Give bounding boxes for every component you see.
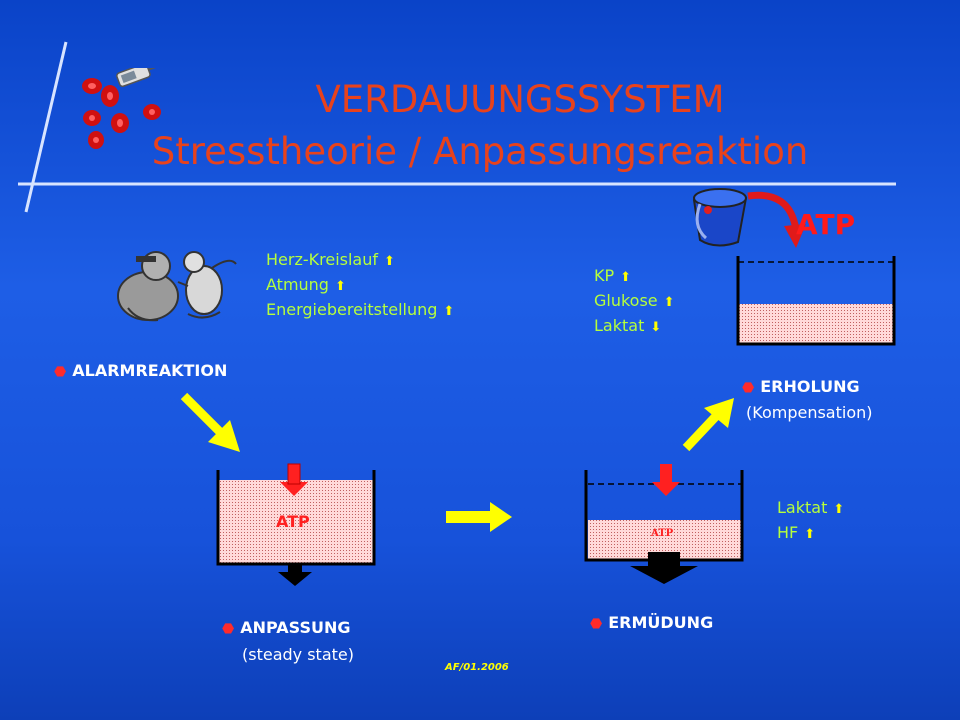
adaptation-sublabel: (steady state)	[242, 645, 354, 664]
blood-cells-icon	[82, 68, 161, 149]
bullet-icon: ⬣	[222, 621, 235, 637]
adaptation-atp-label: ATP	[276, 512, 310, 531]
recovery-container	[736, 256, 896, 346]
fatigue-effect-item: HF⬆	[777, 523, 816, 542]
slide-subtitle: Stresstheorie / Anpassungsreaktion	[151, 130, 809, 173]
down-arrow-icon: ⬇	[650, 320, 662, 335]
arrow-fatigue-to-recovery	[682, 398, 734, 452]
recovery-sublabel: (Kompensation)	[746, 403, 873, 422]
recovery-effect-item: Laktat⬇	[594, 316, 662, 335]
up-arrow-icon: ⬆	[804, 527, 816, 542]
alarm-effect-item: Energiebereitstellung⬆	[266, 300, 455, 319]
alarm-effect-item: Atmung⬆	[266, 275, 346, 294]
recovery-effect-item: Glukose⬆	[594, 291, 675, 310]
up-arrow-icon: ⬆	[443, 304, 455, 319]
bullet-icon: ⬣	[54, 364, 67, 380]
bullet-icon: ⬣	[742, 380, 755, 396]
fatigue-atp-label: ATP	[651, 528, 674, 539]
fatigue-label: ⬣ERMÜDUNG	[590, 613, 714, 632]
slide-title: VERDAUUNGSSYSTEM	[315, 78, 725, 121]
up-arrow-icon: ⬆	[663, 295, 675, 310]
arrow-adaptation-to-fatigue	[446, 502, 512, 532]
recovery-effect-item: KP⬆	[594, 266, 632, 285]
bucket-icon	[692, 188, 748, 247]
alarm-effect-item: Herz-Kreislauf⬆	[266, 250, 395, 269]
fatigue-effect-item: Laktat⬆	[777, 498, 845, 517]
fatigue-effects-list: Laktat⬆ HF⬆	[777, 496, 844, 546]
up-arrow-icon: ⬆	[334, 279, 346, 294]
stress-figures-icon	[117, 251, 237, 322]
curved-arrow-icon	[747, 191, 806, 248]
up-arrow-icon: ⬆	[384, 254, 395, 269]
adaptation-label: ⬣ANPASSUNG	[222, 618, 351, 637]
adaptation-container	[216, 463, 376, 586]
up-arrow-icon: ⬆	[833, 502, 845, 517]
recovery-effects-list: KP⬆ Glukose⬆ Laktat⬇	[594, 264, 675, 339]
alarm-label: ⬣ALARMREAKTION	[54, 361, 228, 380]
recovery-atp-label: ATP	[796, 208, 856, 241]
alarm-effects-list: Herz-Kreislauf⬆ Atmung⬆ Energiebereitste…	[266, 248, 454, 323]
footer-credit: AF/01.2006	[445, 662, 509, 673]
bullet-icon: ⬣	[590, 616, 603, 632]
up-arrow-icon: ⬆	[620, 270, 632, 285]
arrow-alarm-to-adaptation	[180, 392, 240, 452]
fatigue-container	[584, 464, 744, 584]
recovery-label: ⬣ERHOLUNG	[742, 377, 860, 396]
